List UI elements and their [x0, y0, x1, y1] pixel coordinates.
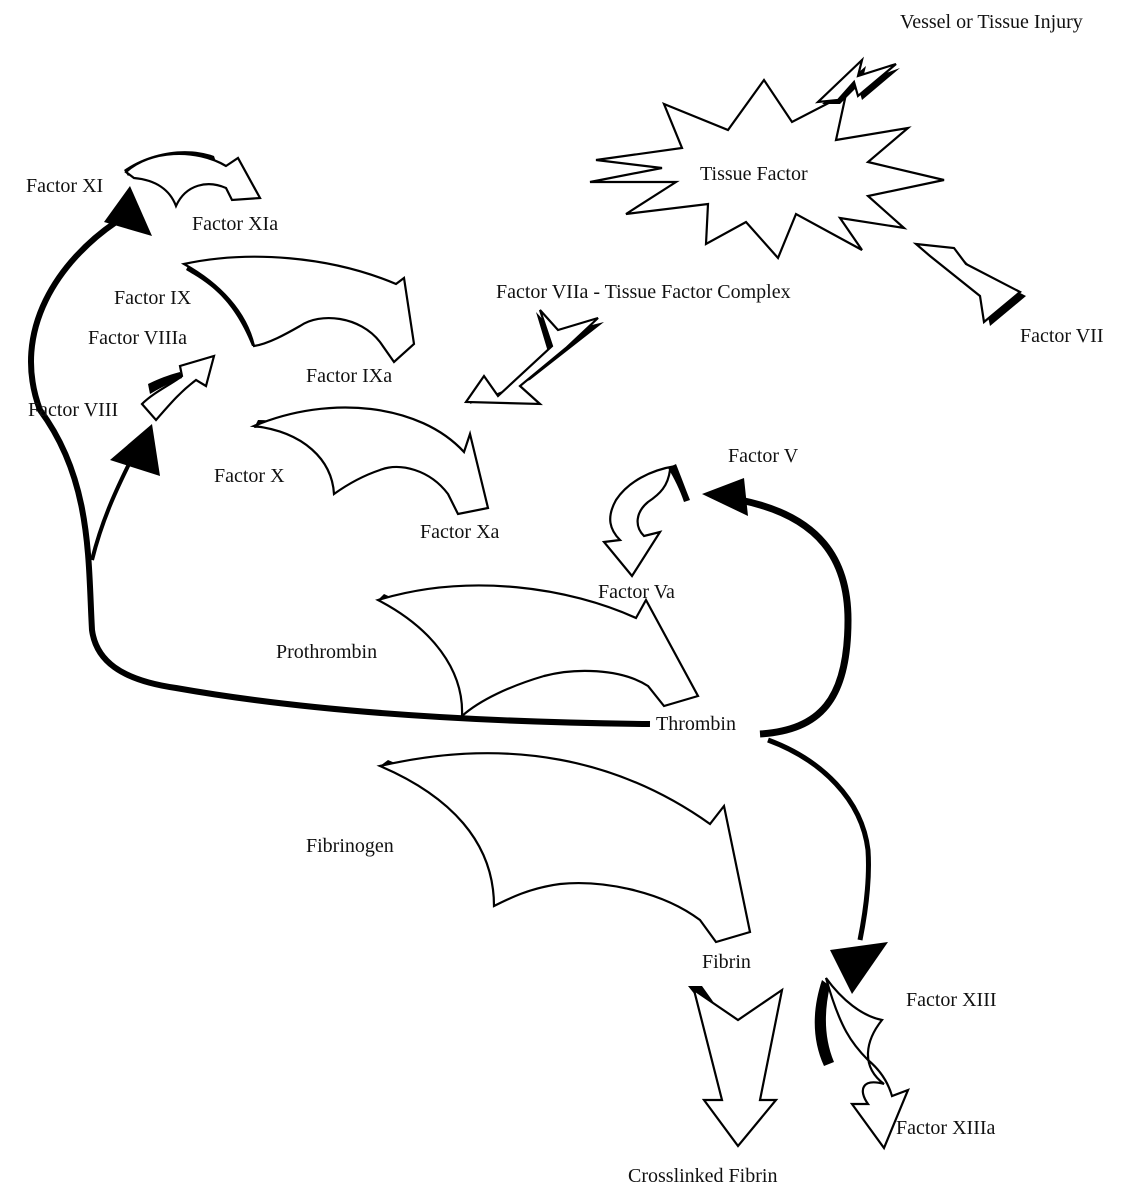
- label-factor-va: Factor Va: [598, 581, 675, 603]
- thrombin-to-factor-xiii: [768, 740, 869, 940]
- label-injury: Vessel or Tissue Injury: [900, 11, 1083, 33]
- thrombin-loop-to-viii: [92, 458, 132, 560]
- label-factor-xiii: Factor XIII: [906, 989, 997, 1011]
- label-prothrombin: Prothrombin: [276, 641, 377, 663]
- arrowhead-factor-viii: [110, 424, 160, 476]
- label-fibrin: Fibrin: [702, 951, 751, 973]
- label-factor-xi: Factor XI: [26, 175, 103, 197]
- label-factor-v: Factor V: [728, 445, 799, 467]
- viia-complex-arrow: [466, 310, 598, 404]
- label-fibrinogen: Fibrinogen: [306, 835, 394, 857]
- label-factor-viiia: Factor VIIIa: [88, 327, 187, 349]
- prothrombin-arrow: [378, 585, 698, 716]
- x-conversion-arrow: [254, 407, 488, 514]
- arrowhead-factor-xiii: [830, 942, 888, 994]
- thrombin-to-factor-v: [740, 500, 848, 734]
- label-factor-vii: Factor VII: [1020, 325, 1104, 347]
- label-tissue-factor: Tissue Factor: [700, 163, 808, 185]
- label-factor-xia: Factor XIa: [192, 213, 278, 235]
- label-factor-ixa: Factor IXa: [306, 365, 392, 387]
- v-conversion-arrow-shadow: [668, 464, 690, 502]
- v-conversion-arrow: [604, 466, 676, 576]
- label-viia-complex: Factor VIIa - Tissue Factor Complex: [496, 281, 791, 303]
- crosslink-arrow: [694, 990, 782, 1146]
- label-factor-viii: Factor VIII: [28, 399, 118, 421]
- label-factor-x: Factor X: [214, 465, 285, 487]
- xi-conversion-arrow: [126, 154, 260, 206]
- label-factor-xa: Factor Xa: [420, 521, 500, 543]
- label-crosslinked-fibrin: Crosslinked Fibrin: [628, 1165, 777, 1187]
- label-factor-xiiia: Factor XIIIa: [896, 1117, 996, 1139]
- arrowhead-factor-v: [702, 478, 748, 516]
- label-thrombin: Thrombin: [656, 713, 736, 735]
- ix-conversion-arrow: [184, 257, 414, 362]
- label-factor-ix: Factor IX: [114, 287, 192, 309]
- fibrinogen-arrow: [380, 753, 750, 942]
